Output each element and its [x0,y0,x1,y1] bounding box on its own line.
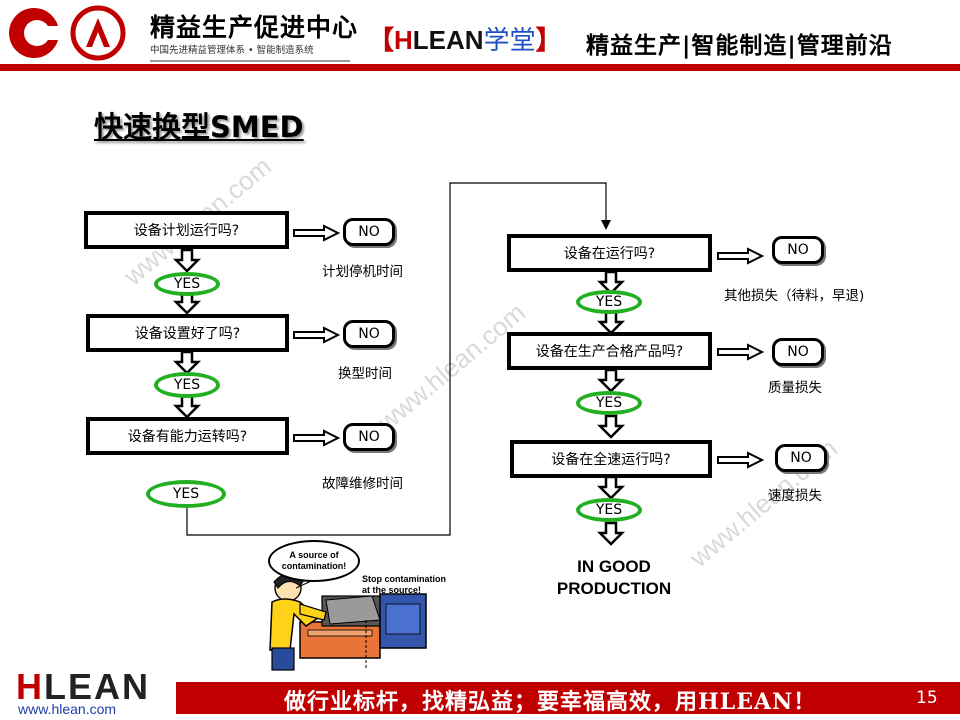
loss-label-breakdown: 故障维修时间 [322,476,403,492]
loss-label-planned-downtime: 计划停机时间 [322,264,403,280]
right-arrow-icon [293,430,339,446]
footer-slogan: 做行业标杆，找精弘益；要幸福高效，用HLEAN！ [284,689,817,715]
header: 精益生产促进中心 中国先进精益管理体系 • 智能制造系统 【HLEAN学堂】 精… [0,0,960,72]
right-arrow-icon [717,452,763,468]
tag-lean: LEAN [412,25,484,55]
center-subtitle: 中国先进精益管理体系 • 智能制造系统 [150,45,314,56]
result-line-2: PRODUCTION [556,579,672,598]
question-box-full-speed: 设备在全速运行吗? [510,440,712,478]
right-arrow-icon [293,327,339,343]
down-arrow-icon [174,248,200,273]
yes-badge: YES [576,498,642,522]
question-box-good-product: 设备在生产合格产品吗? [507,332,712,370]
no-badge: NO [772,236,824,264]
yes-badge: YES [154,272,220,296]
right-arrow-icon [717,344,763,360]
right-arrow-icon [717,248,763,264]
down-arrow-icon [598,521,624,546]
yes-badge: YES [146,480,226,508]
down-arrow-icon [598,475,624,500]
question-box-capable-run: 设备有能力运转吗? [86,417,289,455]
tag-cn: 学堂 [483,26,536,56]
speech-line-1: Stop contamination [362,574,446,584]
footer-url: www.hlean.com [18,701,117,717]
no-badge: NO [343,218,395,246]
down-arrow-icon [598,414,624,439]
yes-badge: YES [576,290,642,314]
yes-badge: YES [576,391,642,415]
header-tagline: 精益生产|智能制造|管理前沿 [586,33,893,59]
loss-label-quality: 质量损失 [768,380,822,396]
question-box-planned-run: 设备计划运行吗? [84,211,289,249]
down-arrow-icon [598,310,624,335]
no-badge: NO [772,338,824,366]
worker-cartoon-icon [269,573,427,671]
no-badge: NO [775,444,827,472]
down-arrow-icon [174,350,200,375]
hlean-academy-tag: 【HLEAN学堂】 [368,20,562,57]
result-line-1: IN GOOD [577,557,651,576]
yes-badge: YES [154,372,220,398]
speech-bubble-source: A source of contamination! [268,540,360,582]
speech-line-2: at the source! [362,585,422,595]
center-name: 精益生产促进中心 [150,13,359,42]
right-arrow-icon [293,225,339,241]
bracket-close: 】 [535,25,562,55]
footer-logo-lean: LEAN [44,666,150,707]
bracket-open: 【 [368,25,395,55]
footer-logo: HLEAN [16,666,150,708]
loss-label-other: 其他损失（待料，早退) [724,288,865,304]
down-arrow-icon [598,368,624,393]
no-badge: NO [343,320,395,348]
no-badge: NO [343,423,395,451]
loss-label-speed: 速度损失 [768,488,822,504]
page-number: 15 [916,688,938,708]
header-red-bar [0,64,960,71]
loss-label-changeover: 换型时间 [338,366,392,382]
center-logo-icon [9,5,126,61]
page-title: 快速换型SMED [94,110,304,144]
result-label: IN GOOD PRODUCTION [540,556,688,600]
speech-stop-contamination: Stop contamination at the source! [362,574,446,596]
tag-h: H [394,25,413,55]
header-divider [150,60,350,62]
down-arrow-icon [174,394,200,419]
footer-logo-h: H [16,666,44,707]
question-box-running: 设备在运行吗? [507,234,712,272]
question-box-setup-ready: 设备设置好了吗? [86,314,289,352]
footer-red-bar [176,682,960,714]
